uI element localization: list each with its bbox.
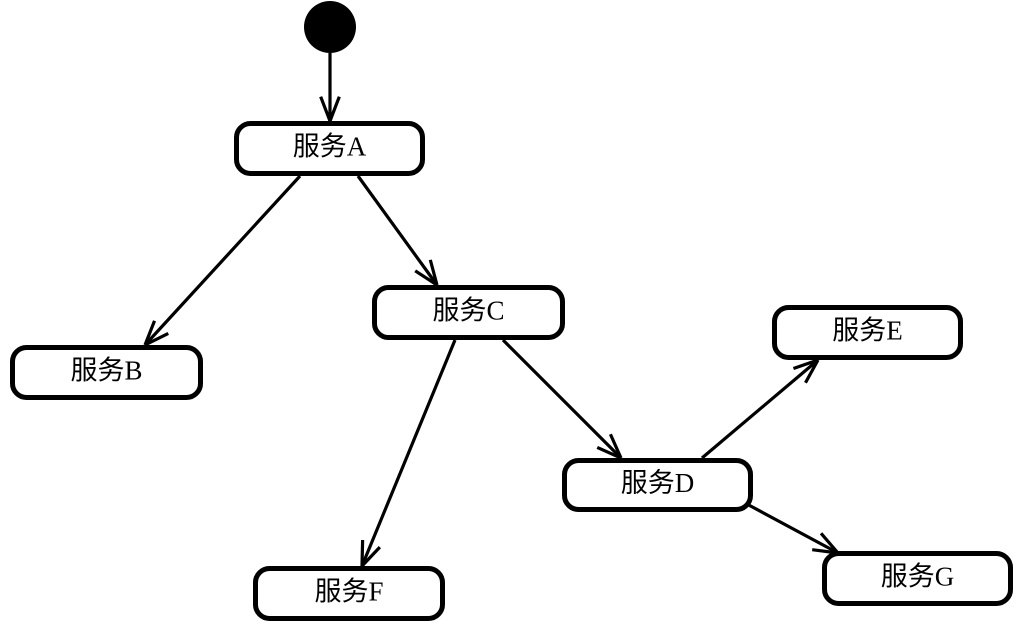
edge-line [356,175,439,286]
nodes-layer: 服务A 服务B 服务C 服务D 服务E 服务F 服务G [10,1,1013,621]
node-label-g: 服务G [881,562,955,592]
edge-C-F [360,339,457,568]
node-label-a: 服务A [293,132,367,162]
node-label-b: 服务B [70,356,142,386]
edge-D-G [744,501,840,555]
node-box-d[interactable] [562,458,753,512]
node-a[interactable]: 服务A [234,121,425,176]
arrowhead-barb-2 [360,546,382,568]
node-label-e: 服务E [832,316,903,346]
arrowhead-barb-1 [596,445,622,460]
node-g[interactable]: 服务G [822,551,1013,606]
node-label-c: 服务C [432,296,504,326]
edge-C-D [501,338,623,460]
arrowhead-barb-2 [608,433,623,459]
arrowhead-barb-1 [319,96,332,122]
node-f[interactable]: 服务F [253,566,445,621]
edge-line [744,501,839,555]
node-box-g[interactable] [822,551,1013,606]
edge-start-A [319,53,341,122]
edge-line [360,339,457,567]
arrowhead-barb-1 [804,359,820,384]
node-box-a[interactable] [234,121,425,176]
node-box-e[interactable] [772,305,963,360]
node-label-d: 服务D [621,468,695,498]
edge-A-C [356,175,439,287]
start-node [304,1,356,53]
edge-line [143,174,302,347]
arrowhead-barb-1 [143,320,157,346]
node-d[interactable]: 服务D [562,458,753,512]
node-box-f[interactable] [253,566,445,621]
node-label-f: 服务F [314,577,383,607]
node-box-b[interactable] [10,345,203,400]
edges-layer [143,53,840,568]
arrowhead-barb-1 [414,269,438,287]
edge-A-B [143,174,302,347]
arrowhead-barb-2 [328,96,341,122]
edge-line [501,338,623,460]
edge-D-E [700,358,820,460]
edge-line [700,358,820,460]
arrowhead-barb-2 [819,532,840,555]
node-box-c[interactable] [372,285,565,340]
arrowhead-barb-2 [428,259,439,286]
arrowhead-barb-1 [360,539,365,567]
arrowhead-barb-2 [792,358,819,371]
node-b[interactable]: 服务B [10,345,203,400]
node-c[interactable]: 服务C [372,285,565,340]
node-e[interactable]: 服务E [772,305,963,360]
arrowhead-barb-2 [144,331,169,347]
